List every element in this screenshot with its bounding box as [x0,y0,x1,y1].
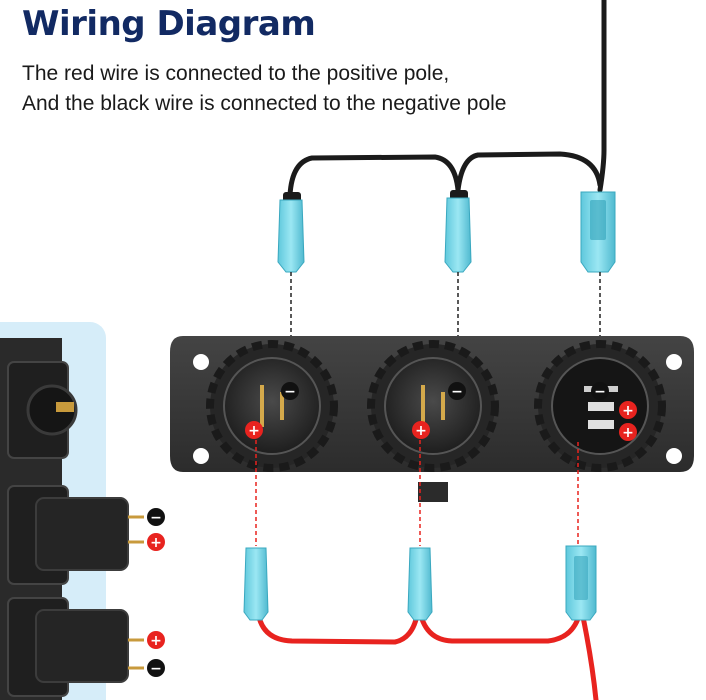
positive-pole-icon: + [619,423,637,441]
negative-wire-branch-left [287,154,461,198]
positive-pole-icon: + [412,421,430,439]
svg-text:+: + [622,403,634,419]
usb-port-icon [588,402,614,429]
socket-left [206,340,338,472]
negative-pole-icon: − [281,382,299,400]
positive-pole-icon: + [619,401,637,419]
positive-wire-branch-left [255,607,421,645]
svg-text:+: + [415,423,427,439]
mount-hole-bottom-left [193,448,209,464]
mount-hole-bottom-right [666,448,682,464]
negative-pole-icon: − [147,659,165,677]
panel-pole-markers: − + − + − + + [245,382,637,441]
svg-text:−: − [284,384,296,400]
side-socket-bottom [7,597,144,697]
positive-connector-right [565,545,597,621]
positive-wire-main [579,609,599,700]
negative-pole-icon: − [147,508,165,526]
socket-right [534,340,666,472]
positive-pole-icon: + [147,533,165,551]
positive-wire-harness [255,607,599,700]
svg-text:−: − [451,384,463,400]
subtitle-line-1: The red wire is connected to the positiv… [22,62,450,85]
positive-connector-left [243,547,269,621]
side-view-sockets [0,338,144,700]
negative-connector-middle [444,190,472,273]
negative-wire-harness [287,0,607,198]
side-socket-top [7,361,78,459]
positive-guide-lines [255,440,579,546]
positive-wire-branch-right [417,609,583,644]
negative-connector-left [277,192,305,273]
svg-text:+: + [622,425,634,441]
socket-middle [367,340,499,472]
negative-wire-main [597,0,607,193]
svg-text:+: + [248,423,260,439]
positive-pole-icon: + [147,631,165,649]
side-pole-markers: − + + − [147,508,165,677]
negative-connector-right [580,191,616,273]
svg-text:−: − [594,384,606,400]
negative-guide-lines [290,272,601,388]
negative-pole-icon: − [448,382,466,400]
mount-hole-top-right [666,354,682,370]
mount-hole-top-left [193,354,209,370]
positive-pole-icon: + [245,421,263,439]
svg-text:−: − [150,661,162,677]
positive-connector-middle [407,547,433,621]
svg-text:+: + [150,535,162,551]
negative-pole-icon: − [591,382,609,400]
negative-wire-branch-right [455,151,603,193]
svg-text:+: + [150,633,162,649]
svg-text:−: − [150,510,162,526]
side-socket-middle [7,485,144,585]
subtitle-line-2: And the black wire is connected to the n… [22,92,507,115]
page-title: Wiring Diagram [22,4,316,44]
